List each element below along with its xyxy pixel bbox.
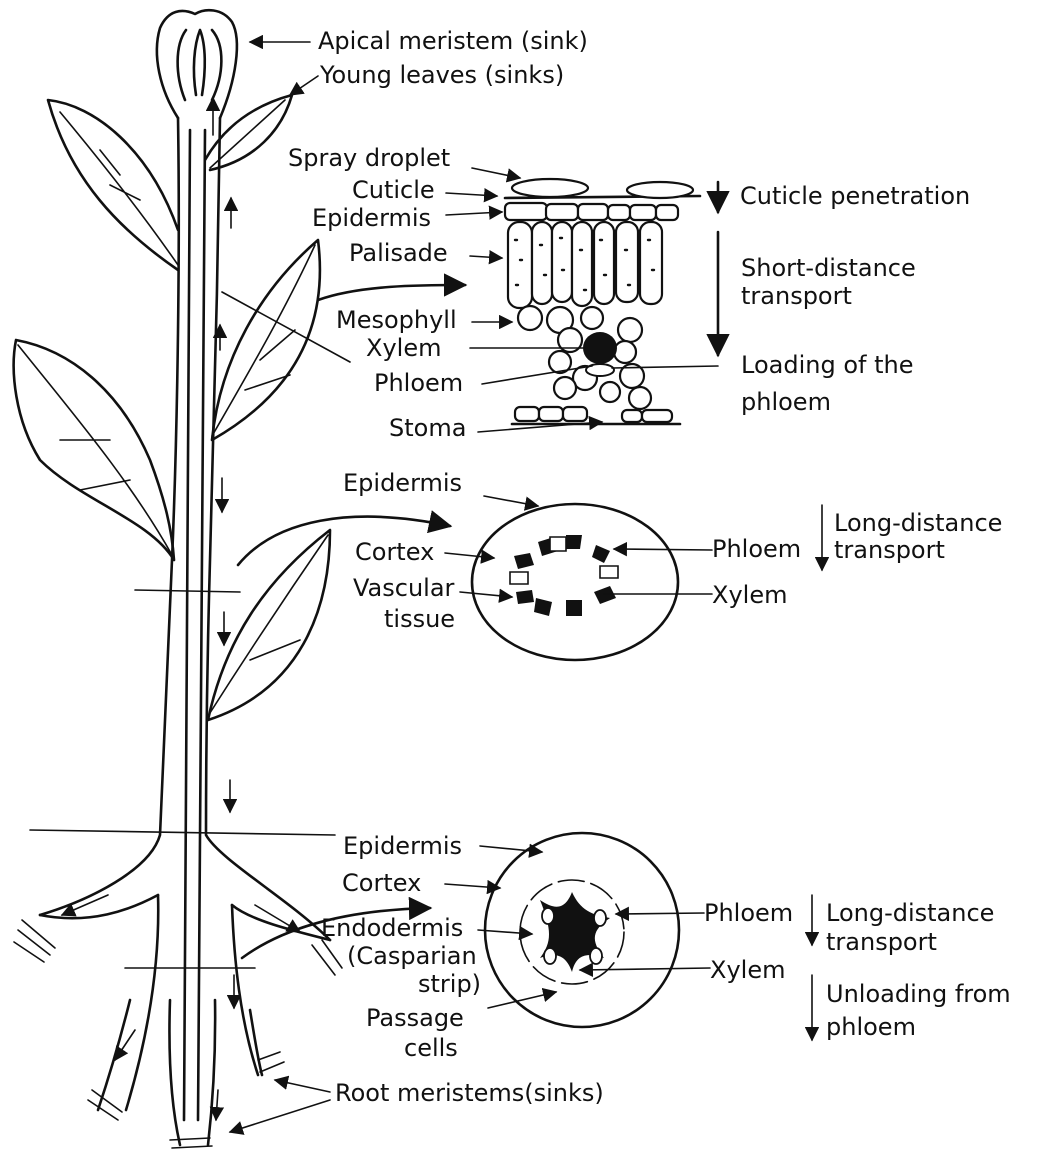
unloading-label-line1: Unloading from	[826, 981, 1011, 1007]
root-meristems-label: Root meristems(sinks)	[335, 1080, 604, 1106]
root-epidermis-label: Epidermis	[343, 833, 462, 859]
endodermis-label-line2: (Casparian	[347, 943, 477, 969]
spray-droplet-label: Spray droplet	[288, 145, 450, 171]
stem-long-distance-label-line1: Long-distance	[834, 510, 1002, 536]
short-distance-label-line1: Short-distance	[741, 255, 916, 281]
plant-drawing	[14, 10, 350, 1148]
root-xylem-label: Xylem	[710, 957, 785, 983]
main-stem	[14, 118, 342, 1148]
cuticle-penetration-label: Cuticle penetration	[740, 183, 970, 209]
root-cortex-label: Cortex	[342, 870, 421, 896]
vascular-tissue-label-line1: Vascular	[353, 575, 454, 601]
stem-vascular-bundles	[510, 535, 618, 616]
lower-epidermis	[512, 407, 680, 424]
stem-xylem-label: Xylem	[712, 582, 787, 608]
root-phloem-label: Phloem	[704, 900, 793, 926]
endodermis-label-line1: Endodermis	[321, 915, 463, 941]
passage-cells-label-line1: Passage	[366, 1005, 464, 1031]
spongy-mesophyll	[518, 306, 651, 409]
stem-phloem-label: Phloem	[712, 536, 801, 562]
young-leaves-label: Young leaves (sinks)	[320, 62, 564, 88]
leaf-epidermis-cells	[505, 203, 678, 220]
stem-cortex-label: Cortex	[355, 539, 434, 565]
loading-label-line2: phloem	[741, 389, 831, 415]
root-long-distance-label-line2: transport	[826, 929, 937, 955]
leaf-xylem-label: Xylem	[366, 335, 441, 361]
short-distance-label-line2: transport	[741, 283, 852, 309]
endodermis-label-line3: strip)	[418, 971, 481, 997]
passage-cells-label-line2: cells	[404, 1035, 458, 1061]
loading-label-line1: Loading of the	[741, 352, 913, 378]
stem-long-distance-label-line2: transport	[834, 537, 945, 563]
palisade-label: Palisade	[349, 240, 448, 266]
mesophyll-label: Mesophyll	[336, 307, 457, 333]
stem-epidermis-label: Epidermis	[343, 470, 462, 496]
stoma-label: Stoma	[389, 415, 466, 441]
apical-bud	[157, 10, 237, 118]
leaf-phloem-label: Phloem	[374, 370, 463, 396]
palisade-cells	[508, 222, 662, 308]
vascular-tissue-label-line2: tissue	[384, 606, 455, 632]
root-long-distance-label-line1: Long-distance	[826, 900, 994, 926]
unloading-label-line2: phloem	[826, 1014, 916, 1040]
translocation-arrows	[62, 98, 300, 1120]
apical-meristem-label: Apical meristem (sink)	[318, 28, 588, 54]
leaves	[14, 95, 350, 968]
leaf-epidermis-label: Epidermis	[312, 205, 431, 231]
leaf-cuticle-label: Cuticle	[352, 177, 435, 203]
